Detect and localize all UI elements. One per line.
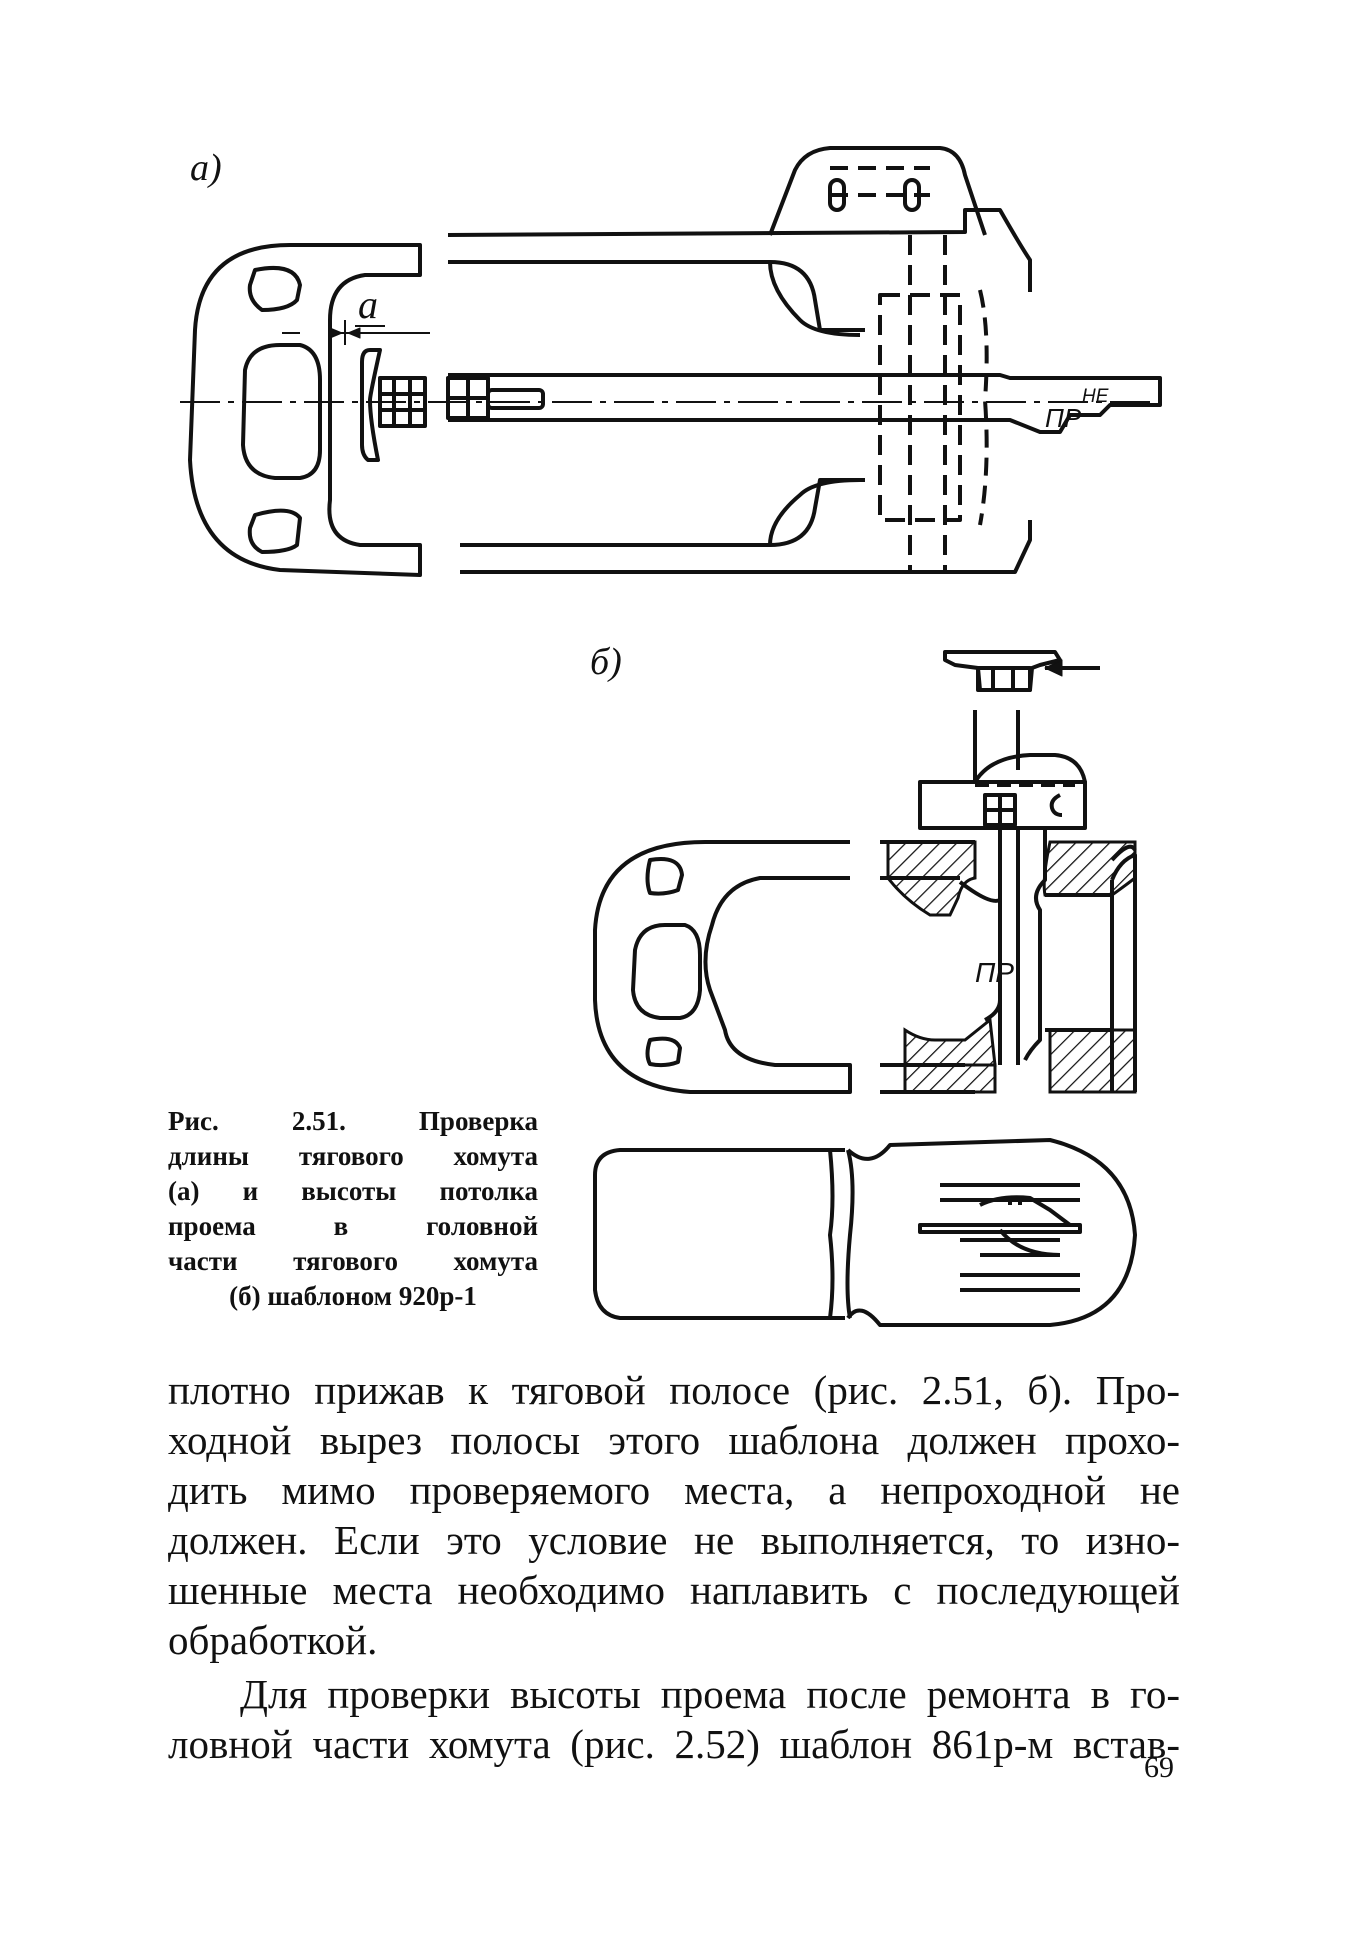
text-line: ловной части хомута (рис. 2.52) шаблон 8…	[168, 1721, 1180, 1767]
text-line: плотно прижав к тяговой полосе (рис. 2.5…	[168, 1367, 1180, 1413]
text-line: обработкой.	[168, 1617, 378, 1663]
caption-line: части тягового хомута	[168, 1246, 538, 1276]
figure-a-label: а)	[190, 147, 222, 189]
text-line: ходной вырез полосы этого шаблона должен…	[168, 1417, 1180, 1463]
mark-pr-ne-2: НЕ	[1082, 386, 1109, 407]
figure-b-plan-view	[593, 1138, 1137, 1327]
caption-line: (а) и высоты потолка	[168, 1176, 538, 1206]
text-line: шенные места необходимо наплавить с посл…	[168, 1567, 1180, 1613]
caption-line: (б) шаблоном 920р-1	[229, 1281, 477, 1311]
paragraph-1: плотно прижав к тяговой полосе (рис. 2.5…	[168, 1365, 1180, 1665]
figure-a-yoke-drawing	[188, 146, 1162, 577]
caption-line: длины тягового хомута	[168, 1141, 538, 1171]
mark-pr-ne-1: ПР	[1045, 403, 1082, 433]
figure-b-hatched-sections	[886, 840, 1137, 1094]
text-line: должен. Если это условие не выполняется,…	[168, 1517, 1180, 1563]
text-line: дить мимо проверяемого места, а непроход…	[168, 1467, 1180, 1513]
caption-line: Рис. 2.51. Проверка	[168, 1106, 538, 1136]
text-line: Для проверки высоты проема после ремонта…	[240, 1671, 1180, 1717]
caption-line: проема в головной	[168, 1211, 538, 1241]
page-number: 69	[1144, 1751, 1174, 1784]
paragraph-2: Для проверки высоты проема после ремонта…	[168, 1669, 1180, 1769]
figure-b-label: б)	[590, 641, 622, 683]
dimension-label: a	[358, 282, 378, 327]
figure-caption: Рис. 2.51. Проверка длины тягового хомут…	[168, 1104, 538, 1314]
mark-pr: ПР	[975, 957, 1014, 988]
